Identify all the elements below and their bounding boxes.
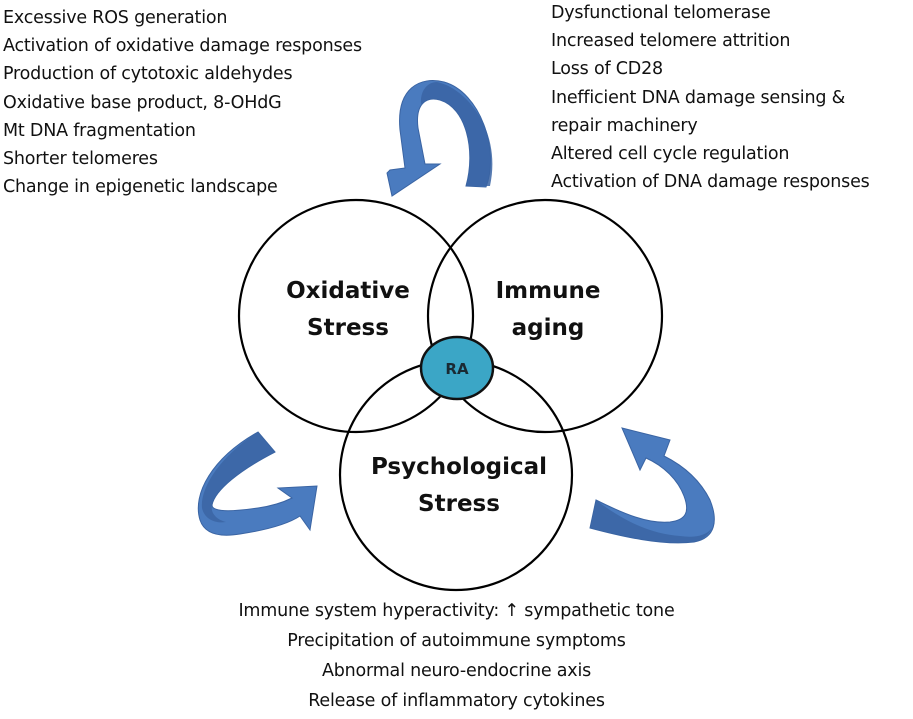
list-item: repair machinery — [551, 115, 698, 136]
immune-aging-label-line2: aging — [512, 315, 585, 341]
ra-center-node — [419, 335, 495, 401]
list-item: Dysfunctional telomerase — [551, 3, 771, 23]
list-item: Immune system hyperactivity: ↑ sympathet… — [238, 601, 675, 621]
top-arrow — [386, 80, 493, 197]
left-arrow — [197, 431, 318, 536]
oxidative-stress-list: Excessive ROS generation Activation of o… — [3, 4, 362, 201]
top-arrow-shade — [420, 82, 493, 186]
list-item: Activation of oxidative damage responses — [3, 36, 362, 57]
ra-label: RA — [445, 360, 469, 378]
psychological-stress-label-line2: Stress — [418, 491, 500, 517]
list-item: Abnormal neuro-endocrine axis — [321, 661, 592, 681]
oxidative-stress-label-line2: Stress — [307, 315, 389, 341]
immune-aging-circle — [426, 198, 664, 434]
immune-aging-label-line1: Immune — [496, 278, 601, 304]
left-arrow-shade — [201, 432, 275, 523]
list-item: Excessive ROS generation — [3, 8, 228, 28]
list-item: Oxidative base product, 8-OHdG — [3, 92, 282, 113]
psychological-stress-list: Immune system hyperactivity: ↑ sympathet… — [0, 596, 913, 716]
oxidative-stress-circle — [237, 198, 475, 434]
list-item: Release of inflammatory cytokines — [308, 691, 605, 711]
list-item: Mt DNA fragmentation — [3, 120, 196, 141]
list-item: Inefficient DNA damage sensing & — [551, 87, 846, 108]
list-item: Production of cytotoxic aldehydes — [3, 64, 293, 85]
list-item: Activation of DNA damage responses — [551, 172, 870, 193]
list-item: Change in epigenetic landscape — [3, 177, 278, 198]
right-arrow-shade — [590, 500, 712, 543]
right-arrow — [589, 427, 715, 544]
oxidative-stress-label-line1: Oxidative — [286, 278, 410, 304]
list-item: Precipitation of autoimmune symptoms — [287, 631, 626, 651]
list-item: Loss of CD28 — [551, 59, 663, 80]
list-item: Altered cell cycle regulation — [551, 144, 790, 165]
immune-aging-list: Dysfunctional telomerase Increased telom… — [551, 0, 870, 196]
list-item: Increased telomere attrition — [551, 31, 791, 52]
psychological-stress-label-line1: Psychological — [371, 454, 547, 480]
list-item: Shorter telomeres — [3, 149, 158, 170]
